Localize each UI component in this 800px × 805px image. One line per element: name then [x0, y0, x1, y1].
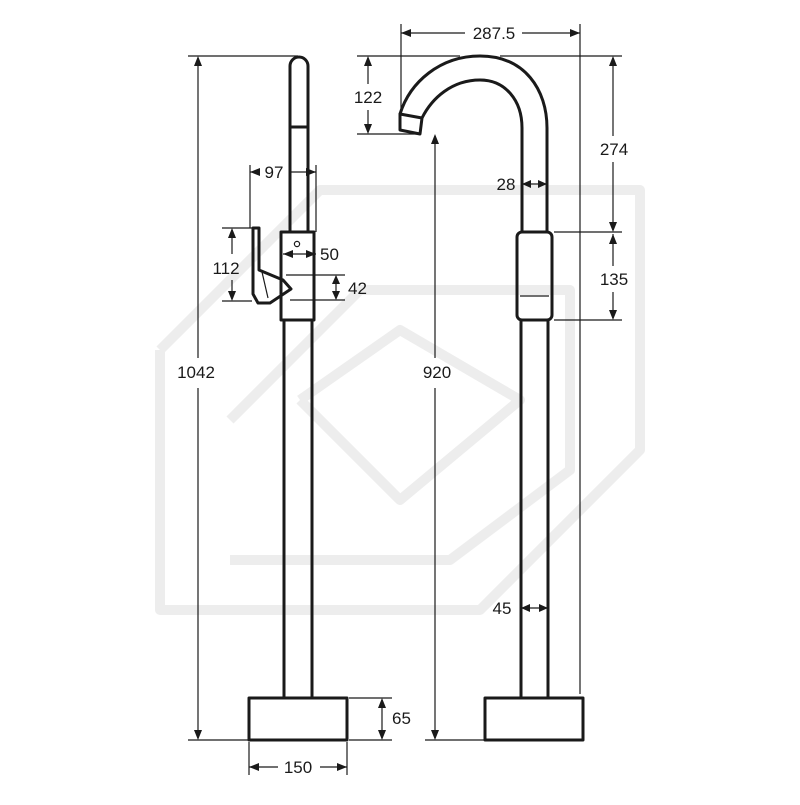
side-indicator-dot	[293, 240, 301, 248]
dim-total-height: 1042	[177, 363, 215, 382]
dim-base-height: 65	[392, 709, 411, 728]
front-mixer-body	[515, 230, 554, 322]
side-spout-tube	[288, 55, 310, 232]
side-lever-handle	[251, 226, 293, 305]
dim-base-width: 150	[284, 758, 312, 777]
side-view	[247, 55, 349, 742]
front-base	[483, 696, 585, 742]
dim-handle-reach: 97	[265, 163, 284, 182]
side-base	[247, 696, 349, 742]
dim-column-diameter: 45	[493, 599, 512, 618]
dim-spout-height: 274	[600, 140, 628, 159]
dim-lever-height: 42	[348, 279, 367, 298]
dim-spout-reach: 287.5	[473, 24, 516, 43]
dimension-lines	[188, 24, 622, 775]
front-outlet-nozzle	[398, 112, 424, 136]
dim-body-width: 50	[320, 245, 339, 264]
dim-spout-drop: 122	[354, 88, 382, 107]
dim-handle-height: 112	[212, 259, 239, 278]
dim-spout-diameter: 28	[497, 175, 516, 194]
front-view	[398, 54, 585, 742]
dim-body-length: 135	[600, 270, 628, 289]
front-gooseneck-spout	[398, 54, 549, 234]
dim-outlet-height: 920	[423, 363, 451, 382]
dimension-labels: 1042 97 112 50 42 65 150 287.5 122 274 1…	[177, 24, 628, 777]
side-mixer-body	[279, 230, 316, 322]
